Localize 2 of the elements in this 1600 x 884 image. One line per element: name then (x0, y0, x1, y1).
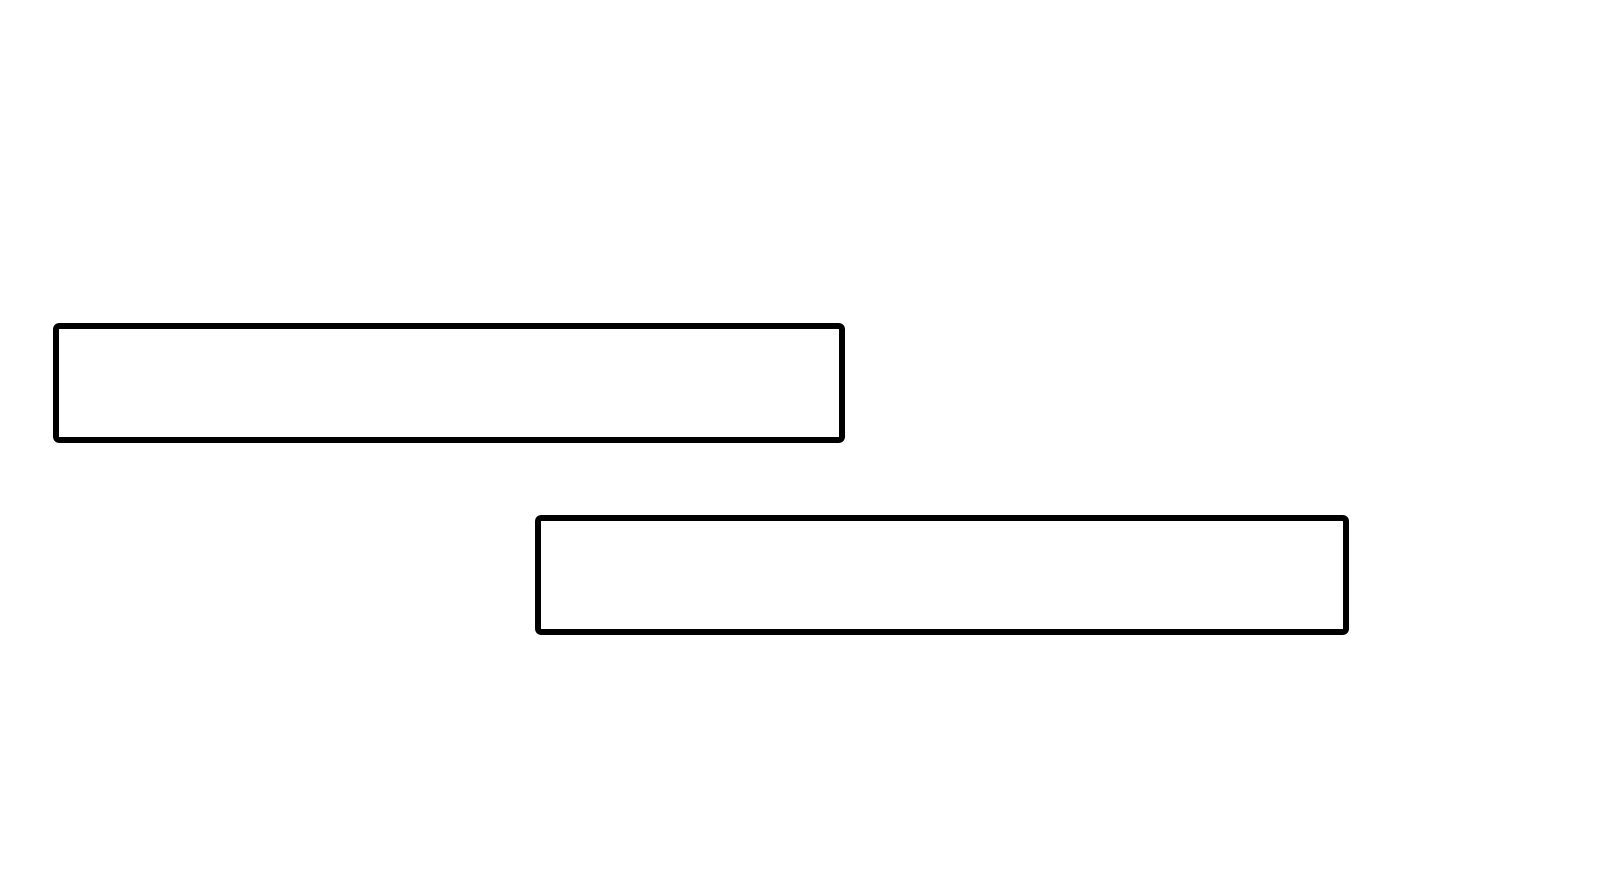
bar (53, 323, 845, 443)
bar (535, 515, 1349, 635)
